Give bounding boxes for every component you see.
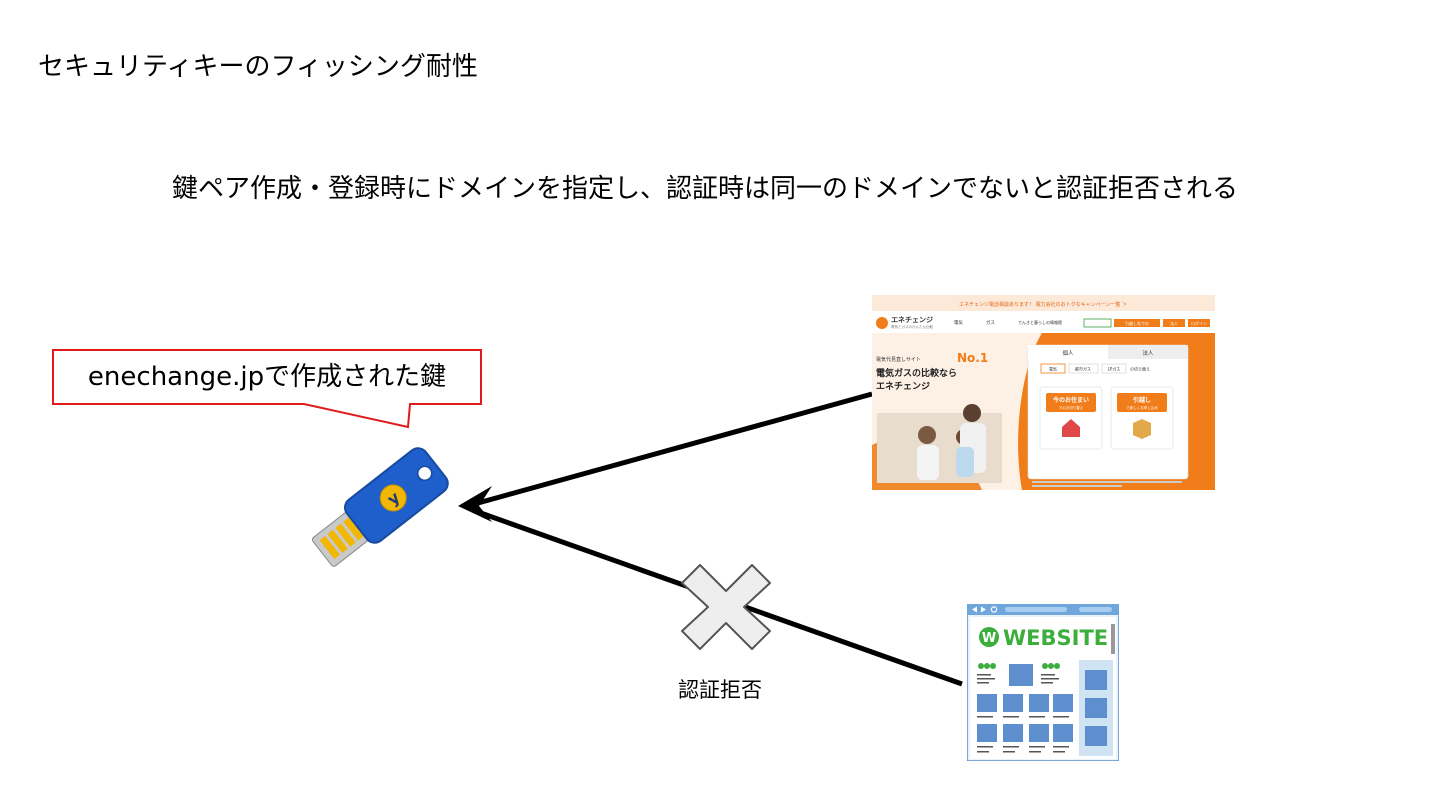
box-icon <box>1133 419 1151 439</box>
website-logo-letter: W <box>982 631 996 646</box>
enechange-banner <box>872 295 1215 311</box>
enechange-opt-lpgas-label: LPガス <box>1108 366 1121 372</box>
enechange-nav-2[interactable]: ガス <box>986 319 995 326</box>
enechange-logo-name: エネチェンジ <box>891 316 933 324</box>
reject-label: 認証拒否 <box>678 678 762 702</box>
enechange-tab-personal-label: 個人 <box>1062 349 1074 357</box>
enechange-card-current-title: 今のお住まい <box>1052 396 1089 404</box>
enechange-opt-suffix: の切り替え <box>1130 366 1150 372</box>
browser-back-icon[interactable] <box>972 606 977 613</box>
enechange-opt-electric-label: 電気 <box>1049 366 1057 372</box>
enechange-opt-citygas[interactable] <box>1068 363 1099 374</box>
enechange-hero-line2: 電気ガスの比較なら <box>876 367 957 379</box>
key-ring-hole <box>416 465 433 482</box>
enechange-nav-1[interactable]: 電気 <box>954 319 963 326</box>
enechange-opt-lpgas[interactable] <box>1101 363 1127 374</box>
slide-subtitle: 鍵ペア作成・登録時にドメインを指定し、認証時は同一のドメインでないと認証拒否され… <box>171 174 1238 204</box>
enechange-banner-text: エネチェンジ電話相談あります！ 電力会社のおトクなキャンペーン一覧 ＞ <box>959 301 1127 308</box>
enechange-logo-icon <box>876 317 888 329</box>
website-illustration: W WEBSITE <box>967 604 1119 761</box>
enechange-header-btn-1[interactable] <box>1114 319 1160 327</box>
browser-forward-icon[interactable] <box>981 606 986 613</box>
enechange-nav-3[interactable]: でんきと暮らしの情報館 <box>1018 319 1062 325</box>
enechange-logo-tagline: 電気とガスのかんたん比較 <box>891 324 933 329</box>
enechange-hero-line3: エネチェンジ <box>876 381 930 392</box>
house-icon <box>1062 419 1080 437</box>
callout-bubble <box>52 349 482 429</box>
enechange-header-btn-3-label: ログイン <box>1191 320 1207 326</box>
enechange-card-moving-title: 引越し <box>1133 396 1151 404</box>
enechange-site-thumbnail: エネチェンジ電話相談あります！ 電力会社のおトクなキャンペーン一覧 ＞ エネチェ… <box>872 295 1215 490</box>
browser-reload-icon[interactable] <box>990 606 998 613</box>
enechange-hero-line1: 電気代見直しサイト <box>876 356 921 363</box>
enechange-header-btn-2-label: 法人 <box>1170 320 1178 326</box>
enechange-header-btn-outline[interactable] <box>1083 318 1112 328</box>
security-key-icon: y <box>311 447 449 567</box>
enechange-header-btn-1-label: 引越し先での <box>1125 320 1149 326</box>
enechange-header-btn-2[interactable] <box>1163 319 1185 327</box>
enechange-tab-corporate[interactable] <box>1108 345 1188 359</box>
enechange-tab-personal[interactable] <box>1028 345 1108 359</box>
enechange-tab-corporate-label: 法人 <box>1142 349 1154 357</box>
website-logo-icon <box>979 627 999 647</box>
key-touch-button <box>379 484 407 512</box>
enechange-opt-citygas-label: 都市ガス <box>1075 366 1091 372</box>
arrow-head <box>458 486 492 522</box>
slide-title: セキュリティキーのフィッシング耐性 <box>38 52 478 82</box>
enechange-card-moving-sub: で新しくお申し込み <box>1126 405 1158 410</box>
cross-mark-icon <box>681 564 771 650</box>
callout-shape <box>52 349 482 429</box>
enechange-hero-no1: No.1 <box>957 351 988 365</box>
browser-address-bar[interactable] <box>1005 607 1067 612</box>
website-title: WEBSITE <box>1003 626 1108 650</box>
enechange-opt-electric[interactable] <box>1040 363 1066 374</box>
enechange-header-btn-3[interactable] <box>1188 319 1210 327</box>
arrow-line-enechange <box>477 391 873 506</box>
callout-text: enechange.jpで作成された鍵 <box>87 362 447 392</box>
enechange-card-current-sub: でのお切り替え <box>1059 405 1084 410</box>
